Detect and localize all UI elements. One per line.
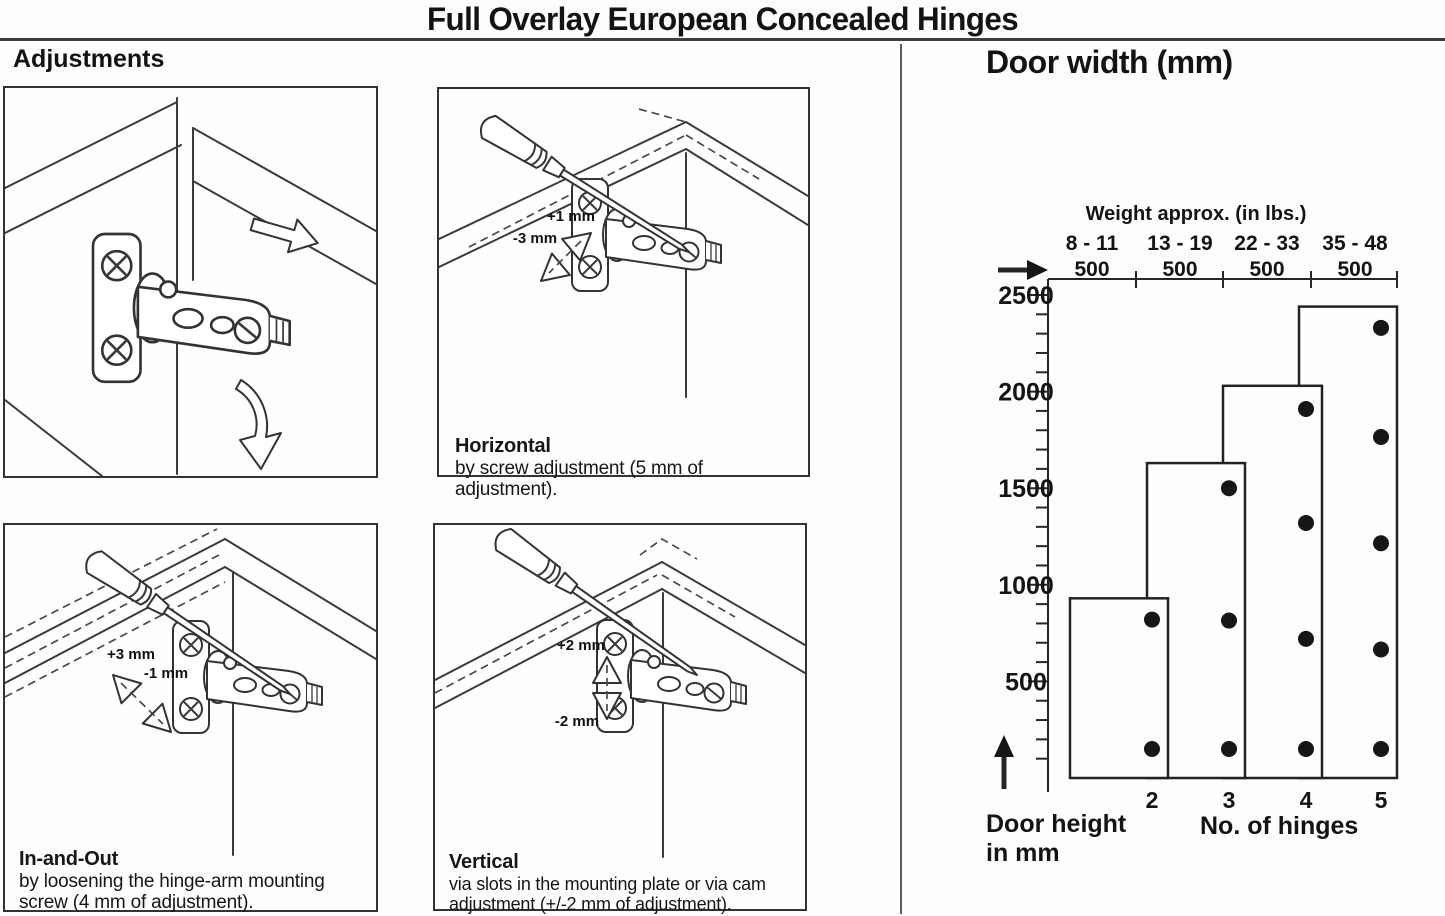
adjust-arrowhead-icon <box>531 252 571 293</box>
adjustment-panel-lateral <box>3 86 378 478</box>
svg-text:500: 500 <box>1337 258 1372 281</box>
panel-caption: Vertical via slots in the mounting plate… <box>449 851 807 915</box>
hinge-diagram-lateral <box>5 97 376 476</box>
hinge-icon <box>93 234 290 382</box>
svg-text:5: 5 <box>1375 787 1388 813</box>
door-swing-arrow-icon <box>235 379 282 470</box>
hinge-icon <box>597 620 746 732</box>
door-height-axis-label: Door height in mm <box>986 810 1127 867</box>
adjustment-panel-vertical: +2 mm -2 mm Vertical via slots in the mo… <box>433 523 807 914</box>
adjust-arrow-shaft <box>548 240 582 274</box>
hinge-icon <box>173 621 322 733</box>
minus-adjustment-label: -1 mm <box>144 665 188 682</box>
plus-adjustment-label: +2 mm <box>557 637 605 654</box>
svg-text:Weight approx. (in lbs.): Weight approx. (in lbs.) <box>1086 203 1307 225</box>
panel-caption: Horizontal by screw adjustment (5 mm of … <box>455 435 800 501</box>
svg-text:500: 500 <box>1249 258 1284 281</box>
svg-text:35 - 48: 35 - 48 <box>1322 232 1388 255</box>
slide-right-arrow-icon <box>249 217 319 254</box>
hinge-diagram-in-and-out: +3 mm -1 mm <box>5 528 376 856</box>
section-divider <box>900 44 902 914</box>
hinge-diagram-vertical: +2 mm -2 mm <box>435 525 805 858</box>
caption-title: Horizontal <box>455 435 551 457</box>
door-width-chart: Weight approx. (in lbs.) 8 - 11 500 13 - 19… <box>994 203 1399 813</box>
adjustment-panel-in-and-out: +3 mm -1 mm In-and-Out by loosening the … <box>3 523 378 914</box>
svg-text:1500: 1500 <box>998 475 1054 503</box>
caption-title: In-and-Out <box>19 848 119 870</box>
svg-text:8 - 11: 8 - 11 <box>1066 232 1119 255</box>
adjustments-heading: Adjustments <box>13 45 165 73</box>
plus-adjustment-label: +3 mm <box>107 646 155 663</box>
hinge-diagram-horizontal: +1 mm -3 mm <box>439 108 808 398</box>
svg-text:4: 4 <box>1300 787 1313 813</box>
svg-text:2: 2 <box>1146 787 1159 813</box>
svg-text:500: 500 <box>1074 258 1109 281</box>
svg-text:2000: 2000 <box>998 379 1054 407</box>
no-of-hinges-axis-label: No. of hinges <box>1200 812 1359 840</box>
svg-text:3: 3 <box>1223 787 1236 813</box>
caption-text: by screw adjustment (5 mm of adjustment)… <box>455 457 703 501</box>
panel-caption: In-and-Out by loosening the hinge-arm mo… <box>19 848 377 914</box>
svg-text:22 - 33: 22 - 33 <box>1234 232 1299 255</box>
door-width-chart-title: Door width (mm) <box>986 44 1233 80</box>
adjust-arrow-shaft <box>120 682 164 725</box>
adjustment-panel-horizontal: +1 mm -3 mm Horizontal by screw adjustme… <box>437 87 810 500</box>
caption-text: via slots in the mounting plate or via c… <box>449 873 766 915</box>
svg-text:500: 500 <box>1005 668 1047 696</box>
svg-text:1000: 1000 <box>998 572 1054 600</box>
svg-text:500: 500 <box>1162 258 1197 281</box>
page-title: Full Overlay European Concealed Hinges <box>426 1 1019 37</box>
plus-adjustment-label: +1 mm <box>547 208 595 225</box>
svg-text:13 - 19: 13 - 19 <box>1147 232 1212 255</box>
minus-adjustment-label: -3 mm <box>513 230 557 247</box>
caption-text: by loosening the hinge-arm mounting scre… <box>19 870 325 914</box>
title-underline <box>0 38 1445 41</box>
caption-title: Vertical <box>449 851 519 873</box>
minus-adjustment-label: -2 mm <box>555 713 599 730</box>
svg-text:2500: 2500 <box>998 282 1054 310</box>
